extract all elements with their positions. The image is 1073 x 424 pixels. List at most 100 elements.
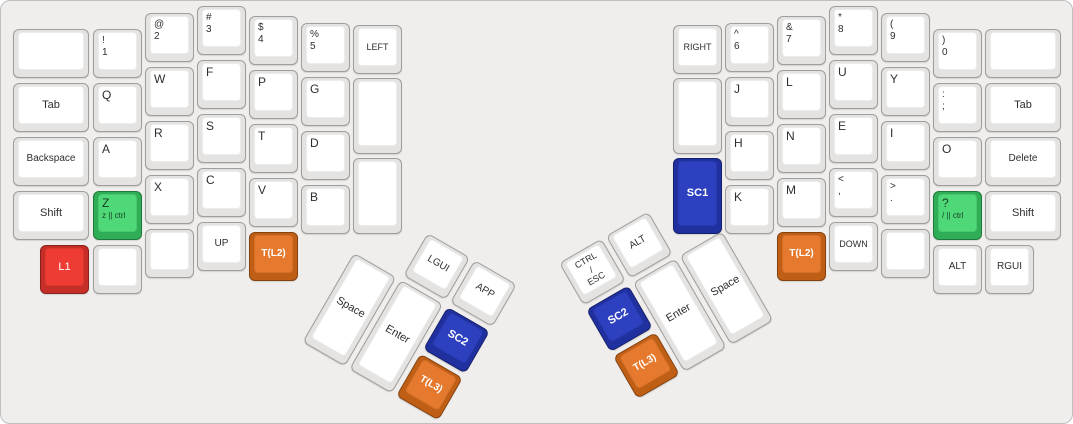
- key-u-line-0: U: [838, 65, 847, 79]
- key-f[interactable]: F: [197, 60, 246, 109]
- key-c-label: C: [202, 171, 241, 209]
- key-p-label: P: [254, 73, 293, 111]
- key-c[interactable]: C: [197, 168, 246, 217]
- key-sc1[interactable]: SC1: [673, 158, 722, 234]
- key-j[interactable]: J: [725, 77, 774, 126]
- key-o[interactable]: O: [933, 137, 982, 186]
- key-comma-label: <,: [834, 171, 873, 209]
- key-semicolon[interactable]: :;: [933, 83, 982, 132]
- key-v-line-0: V: [258, 183, 267, 197]
- key-toggle-l2-right[interactable]: T(L2): [777, 232, 826, 281]
- key-delete[interactable]: Delete: [985, 137, 1061, 186]
- key-x[interactable]: X: [145, 175, 194, 224]
- key-blank-left-bottom-1-label: [98, 248, 137, 286]
- key-n[interactable]: N: [777, 124, 826, 173]
- key-3[interactable]: #3: [197, 6, 246, 55]
- key-blank-right-bottom-label: [886, 232, 925, 270]
- key-ctrl-esc-label: CTRL/ESC: [564, 243, 618, 297]
- key-x-label: X: [150, 178, 189, 216]
- key-semicolon-label: :;: [938, 86, 977, 124]
- key-6-line-1: 6: [734, 40, 740, 52]
- key-m[interactable]: M: [777, 178, 826, 227]
- key-toggle-l3-right-line-0: T(L3): [631, 352, 659, 374]
- key-blank-left-bottom-1[interactable]: [93, 245, 142, 294]
- key-v[interactable]: V: [249, 178, 298, 227]
- key-blank-left-top-outer[interactable]: [13, 29, 89, 78]
- key-e[interactable]: E: [829, 114, 878, 163]
- key-shift-right[interactable]: Shift: [985, 191, 1061, 240]
- key-d[interactable]: D: [301, 131, 350, 180]
- key-2-line-0: @: [154, 19, 165, 30]
- key-e-label: E: [834, 117, 873, 155]
- key-comma[interactable]: <,: [829, 168, 878, 217]
- key-9-line-0: (: [890, 19, 894, 30]
- key-i-label: I: [886, 124, 925, 162]
- key-blank-right-top-outer[interactable]: [985, 29, 1061, 78]
- key-h-line-0: H: [734, 136, 743, 150]
- key-tab-left-label: Tab: [18, 86, 84, 124]
- key-v-label: V: [254, 181, 293, 219]
- key-9-label: (9: [886, 16, 925, 54]
- key-blank-right-inner[interactable]: [673, 78, 722, 154]
- key-q[interactable]: Q: [93, 83, 142, 132]
- key-8[interactable]: *8: [829, 6, 878, 55]
- key-shift-left[interactable]: Shift: [13, 191, 89, 240]
- key-4[interactable]: $4: [249, 16, 298, 65]
- key-a[interactable]: A: [93, 137, 142, 186]
- key-g[interactable]: G: [301, 77, 350, 126]
- key-layer-l1[interactable]: L1: [40, 245, 89, 294]
- key-6[interactable]: ^6: [725, 23, 774, 72]
- key-s-line-0: S: [206, 119, 215, 133]
- key-slash-dual-ctrl[interactable]: ?/ || ctrl: [933, 191, 982, 240]
- key-8-line-1: 8: [838, 23, 844, 35]
- key-h[interactable]: H: [725, 131, 774, 180]
- key-8-label: *8: [834, 9, 873, 47]
- key-7[interactable]: &7: [777, 16, 826, 65]
- key-l[interactable]: L: [777, 70, 826, 119]
- key-0-line-0: ): [942, 35, 946, 46]
- key-z-dual-ctrl-line-1: z || ctrl: [102, 210, 126, 220]
- key-blank-left-inner-1[interactable]: [353, 78, 402, 154]
- key-t[interactable]: T: [249, 124, 298, 173]
- key-9[interactable]: (9: [881, 13, 930, 62]
- key-alt-thumb-line-0: ALT: [627, 233, 649, 252]
- key-layer-l1-line-0: L1: [58, 260, 71, 273]
- key-1[interactable]: !1: [93, 29, 142, 78]
- key-backspace[interactable]: Backspace: [13, 137, 89, 186]
- key-0[interactable]: )0: [933, 29, 982, 78]
- key-b[interactable]: B: [301, 185, 350, 234]
- key-i[interactable]: I: [881, 121, 930, 170]
- key-i-line-0: I: [890, 126, 894, 140]
- key-y[interactable]: Y: [881, 67, 930, 116]
- key-p[interactable]: P: [249, 70, 298, 119]
- key-2[interactable]: @2: [145, 13, 194, 62]
- key-arrow-left[interactable]: LEFT: [353, 25, 402, 74]
- key-arrow-down[interactable]: DOWN: [829, 222, 878, 271]
- key-k[interactable]: K: [725, 185, 774, 234]
- key-u[interactable]: U: [829, 60, 878, 109]
- key-blank-left-inner-2[interactable]: [353, 158, 402, 234]
- key-x-line-0: X: [154, 180, 163, 194]
- key-blank-left-bottom-2[interactable]: [145, 229, 194, 278]
- key-sc2-left-line-0: SC2: [445, 327, 471, 349]
- key-6-line-0: ^: [734, 29, 739, 40]
- key-alt-right[interactable]: ALT: [933, 245, 982, 294]
- key-arrow-up-label: UP: [202, 225, 241, 263]
- key-period[interactable]: >.: [881, 175, 930, 224]
- key-tab-left[interactable]: Tab: [13, 83, 89, 132]
- key-arrow-up[interactable]: UP: [197, 222, 246, 271]
- key-s[interactable]: S: [197, 114, 246, 163]
- key-r[interactable]: R: [145, 121, 194, 170]
- key-rgui[interactable]: RGUI: [985, 245, 1034, 294]
- key-z-dual-ctrl-line-0: Z: [102, 196, 110, 210]
- key-d-label: D: [306, 134, 345, 172]
- key-tab-right[interactable]: Tab: [985, 83, 1061, 132]
- key-toggle-l2-right-label: T(L2): [782, 235, 821, 273]
- key-blank-right-bottom[interactable]: [881, 229, 930, 278]
- key-w[interactable]: W: [145, 67, 194, 116]
- key-toggle-l2-left[interactable]: T(L2): [249, 232, 298, 281]
- key-e-line-0: E: [838, 119, 847, 133]
- key-5[interactable]: %5: [301, 23, 350, 72]
- key-arrow-right[interactable]: RIGHT: [673, 25, 722, 74]
